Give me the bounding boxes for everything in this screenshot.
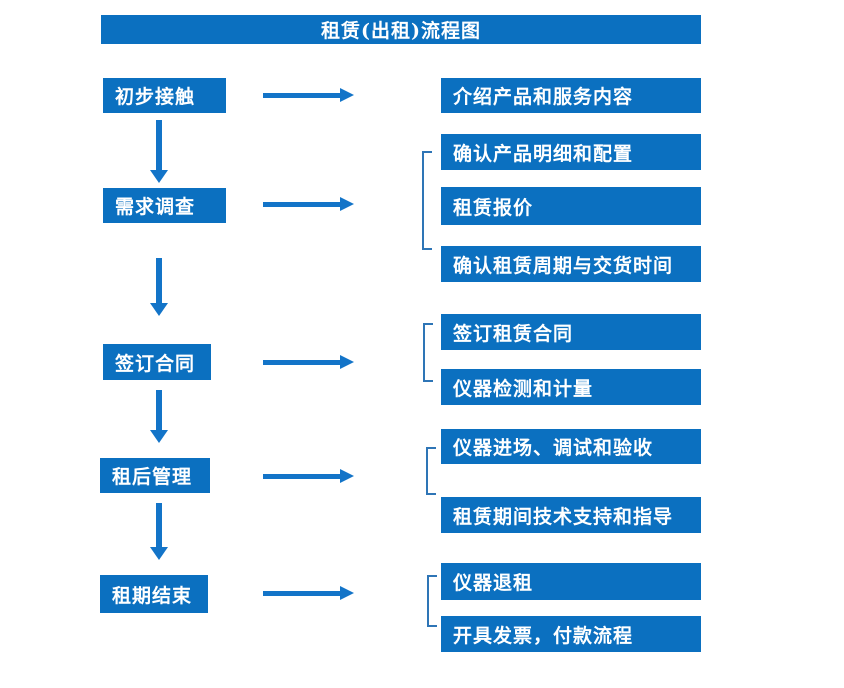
stage-box-sign-contract: 签订合同 xyxy=(103,344,211,380)
arrow-head xyxy=(150,430,168,443)
stage-box-post-rental: 租后管理 xyxy=(100,458,210,493)
bracket-connector xyxy=(426,447,436,495)
arrow-shaft xyxy=(263,92,341,98)
arrow-shaft xyxy=(156,258,162,303)
step-box: 确认产品明细和配置 xyxy=(441,134,701,170)
arrow-shaft xyxy=(263,473,341,479)
arrow-right-icon xyxy=(263,469,354,483)
arrow-head xyxy=(150,170,168,183)
arrow-shaft xyxy=(263,359,341,365)
arrow-down-icon xyxy=(150,503,168,560)
step-box: 开具发票，付款流程 xyxy=(441,616,701,652)
arrow-head xyxy=(340,469,354,483)
arrow-right-icon xyxy=(263,197,354,211)
arrow-down-icon xyxy=(150,120,168,183)
arrow-shaft xyxy=(263,201,341,207)
flowchart-title: 租赁(出租)流程图 xyxy=(101,15,701,44)
arrow-head xyxy=(340,586,354,600)
step-box: 仪器检测和计量 xyxy=(441,369,701,405)
arrow-shaft xyxy=(156,120,162,170)
bracket-connector xyxy=(422,151,432,250)
stage-box-rental-end: 租期结束 xyxy=(100,575,208,613)
stage-box-initial-contact: 初步接触 xyxy=(103,78,226,113)
arrow-head xyxy=(340,88,354,102)
step-box: 签订租赁合同 xyxy=(441,314,701,350)
arrow-head xyxy=(340,355,354,369)
arrow-head xyxy=(150,547,168,560)
step-box: 仪器进场、调试和验收 xyxy=(441,429,701,464)
arrow-right-icon xyxy=(263,586,354,600)
step-box: 确认租赁周期与交货时间 xyxy=(441,246,701,282)
arrow-down-icon xyxy=(150,258,168,316)
arrow-right-icon xyxy=(263,88,354,102)
arrow-shaft xyxy=(263,590,341,596)
arrow-shaft xyxy=(156,503,162,547)
arrow-right-icon xyxy=(263,355,354,369)
step-box: 租赁报价 xyxy=(441,187,701,225)
step-box: 租赁期间技术支持和指导 xyxy=(441,497,701,533)
bracket-connector xyxy=(423,323,433,382)
arrow-down-icon xyxy=(150,390,168,443)
stage-box-demand-survey: 需求调查 xyxy=(103,188,226,223)
arrow-head xyxy=(340,197,354,211)
arrow-head xyxy=(150,303,168,316)
bracket-connector xyxy=(427,575,437,627)
arrow-shaft xyxy=(156,390,162,430)
step-box: 介绍产品和服务内容 xyxy=(441,78,701,113)
step-box: 仪器退租 xyxy=(441,563,701,600)
